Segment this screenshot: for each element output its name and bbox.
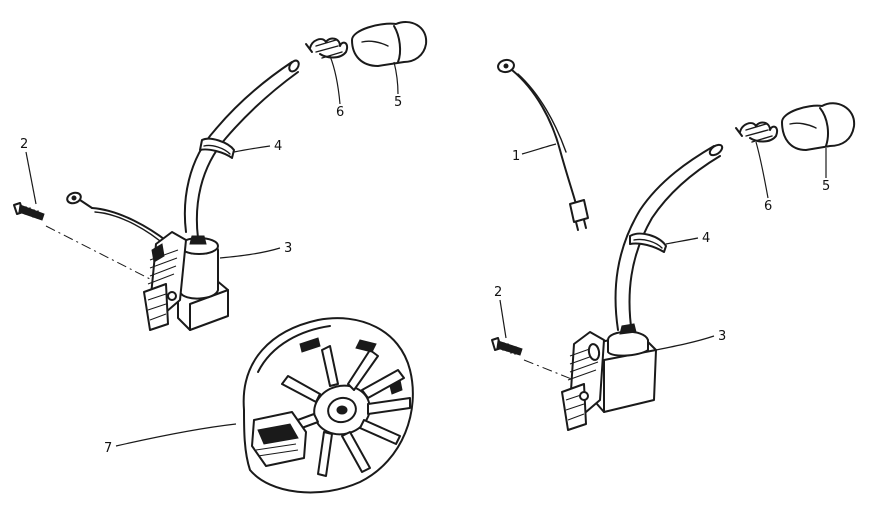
flywheel-callout: 7 — [104, 423, 237, 456]
left-spark-plug-lead — [183, 59, 300, 239]
callout-left-2: 2 — [20, 137, 28, 152]
right-ground-wire — [497, 58, 589, 231]
left-ignition-assembly: 2 3 4 5 6 — [13, 21, 428, 331]
left-screw — [13, 202, 153, 281]
right-spark-plug-boot — [781, 102, 856, 151]
right-spark-plug-lead — [614, 143, 724, 335]
left-spring-clip — [305, 37, 349, 59]
right-screw — [491, 337, 575, 381]
callout-left-6: 6 — [336, 105, 344, 120]
left-spark-plug-boot — [351, 21, 428, 67]
left-callouts: 2 3 4 5 6 — [20, 55, 402, 259]
callout-right-5: 5 — [822, 179, 830, 194]
right-callouts: 1 2 3 4 5 6 — [494, 141, 830, 351]
flywheel — [242, 317, 414, 494]
callout-right-3: 3 — [718, 329, 726, 344]
right-ignition-coil — [561, 323, 657, 431]
right-spring-clip — [735, 121, 779, 143]
callout-right-1: 1 — [512, 149, 520, 164]
callout-left-5: 5 — [394, 95, 402, 110]
callout-left-3: 3 — [284, 241, 292, 256]
callout-flywheel-7: 7 — [104, 441, 112, 456]
left-ignition-coil — [143, 231, 229, 331]
callout-left-4: 4 — [274, 139, 282, 154]
callout-right-2: 2 — [494, 285, 502, 300]
callout-right-4: 4 — [702, 231, 710, 246]
callout-right-6: 6 — [764, 199, 772, 214]
right-ignition-assembly: 1 2 3 4 5 6 — [491, 58, 856, 431]
